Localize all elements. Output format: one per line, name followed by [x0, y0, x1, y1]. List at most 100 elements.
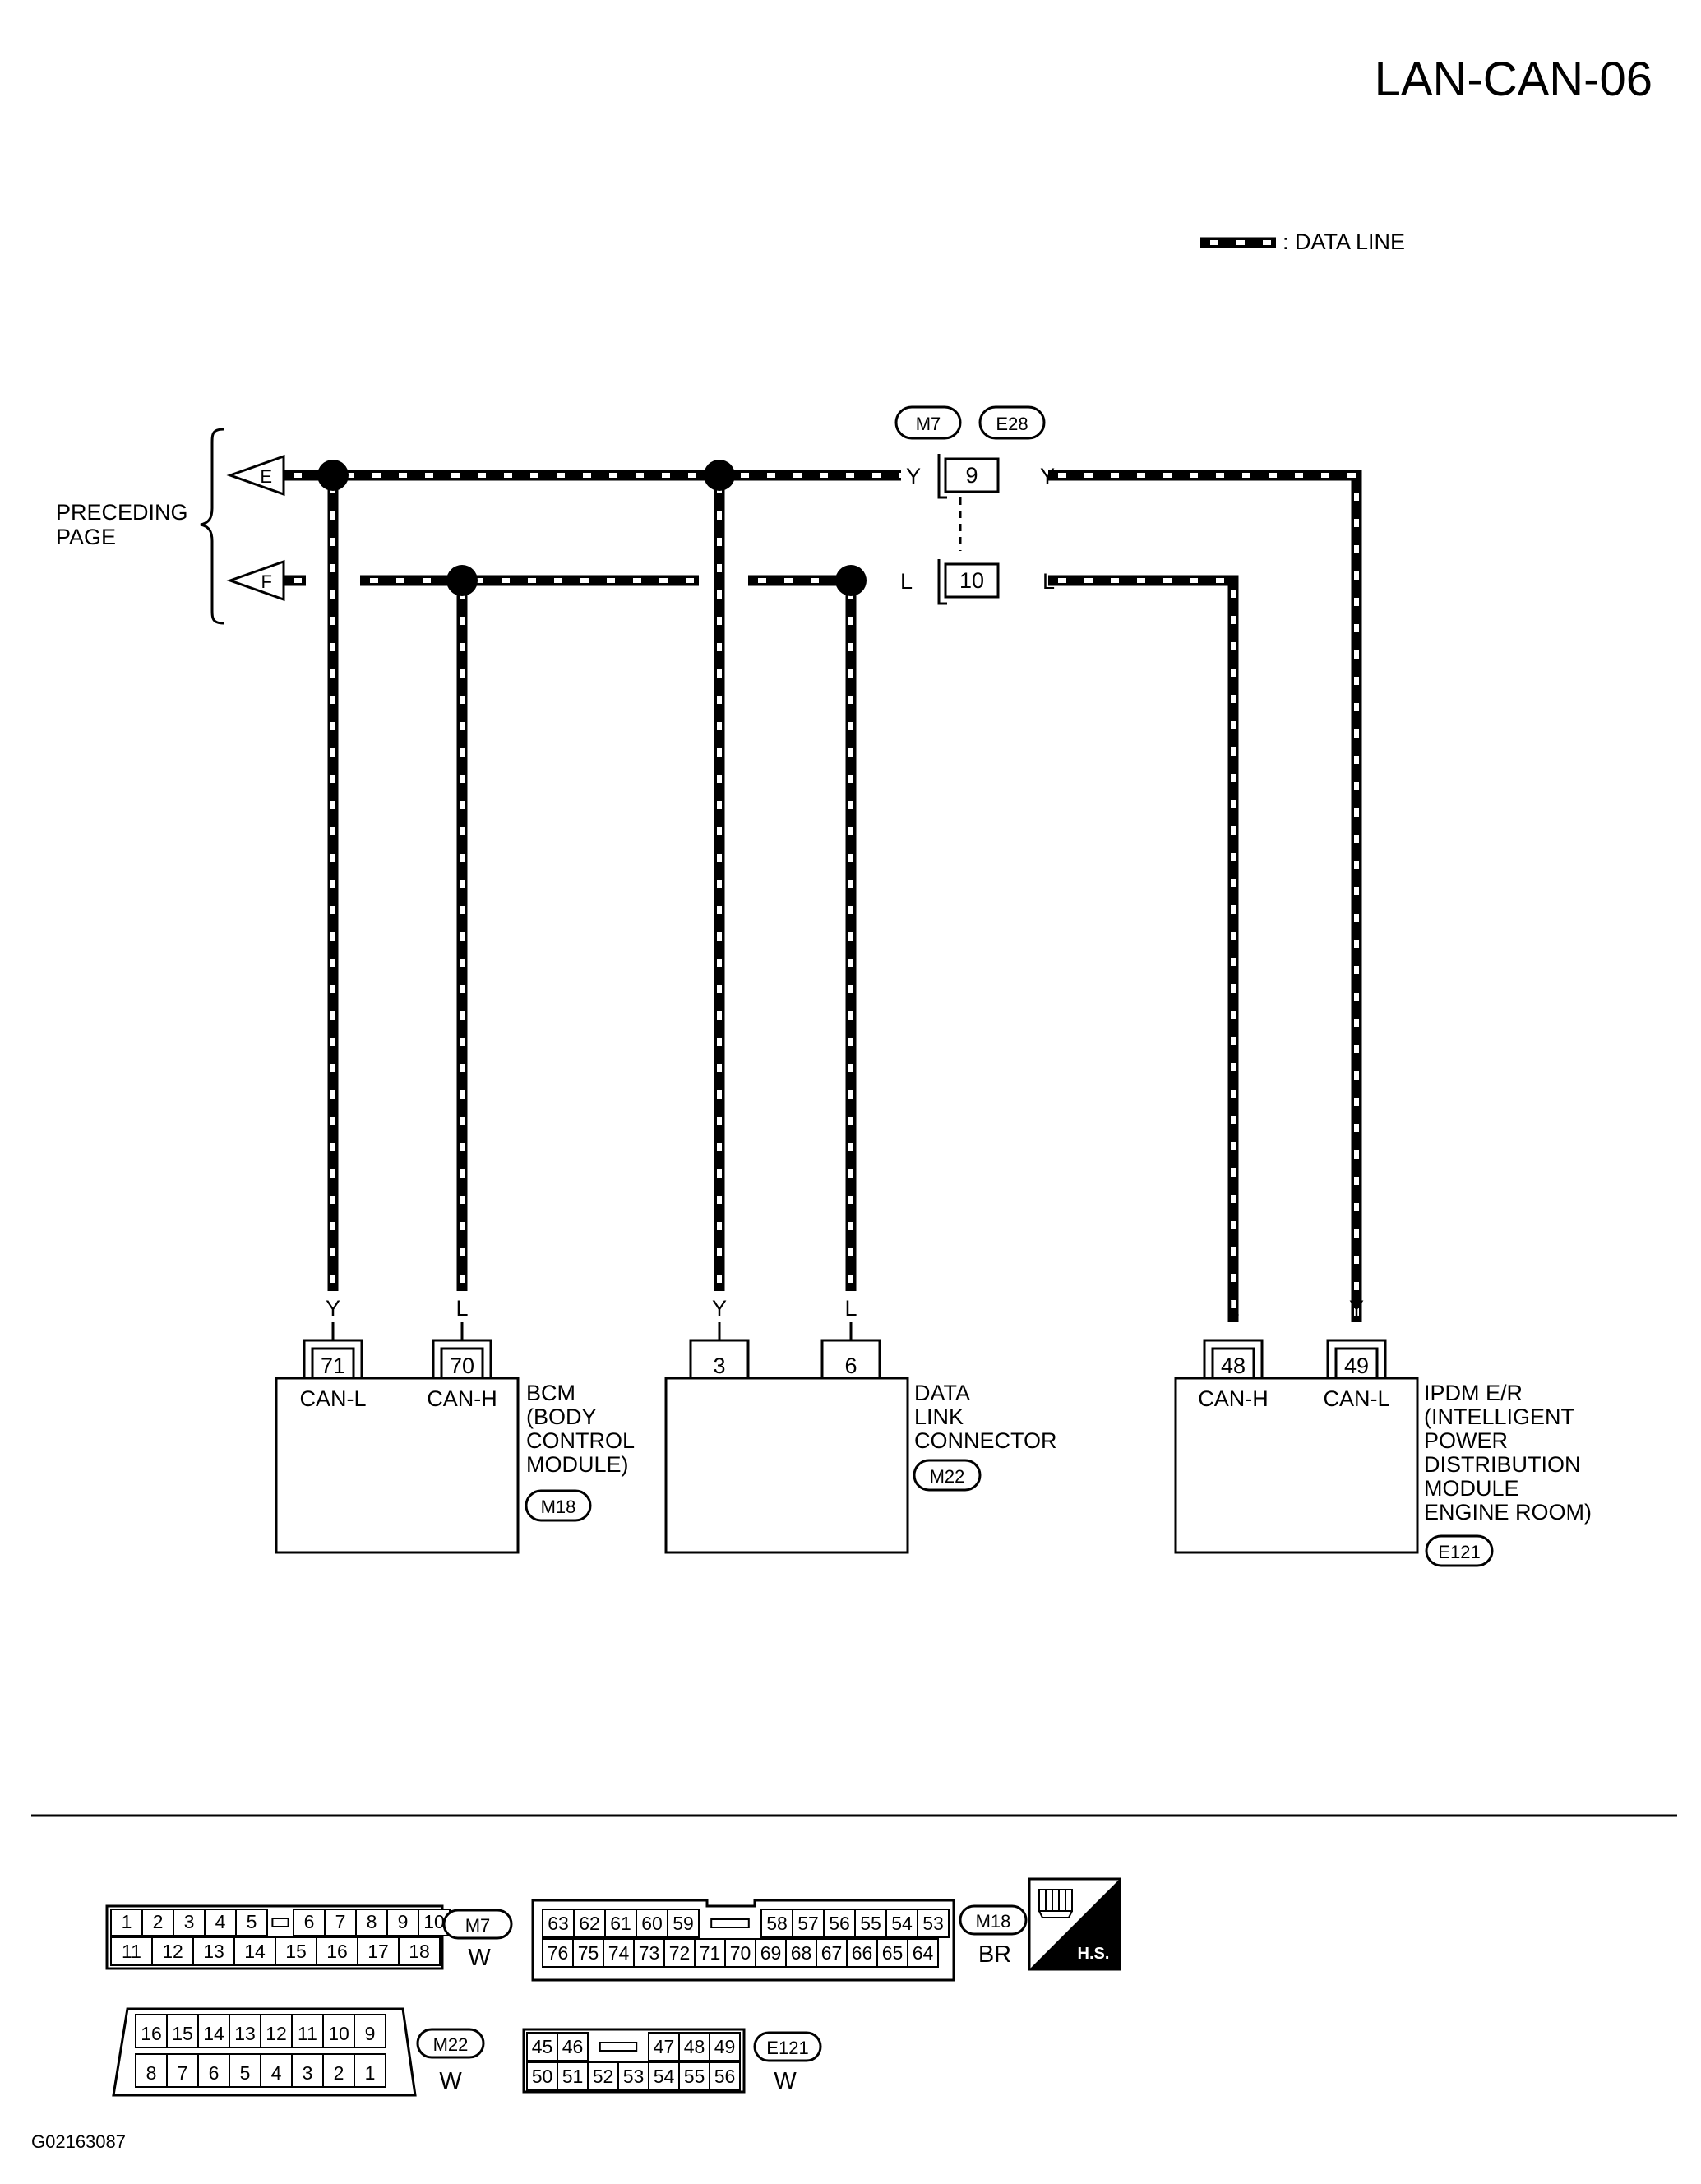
legend-data-line: : DATA LINE [1200, 229, 1405, 254]
e121-r2-pin: 50 [532, 2066, 553, 2087]
e121-id: E121 [766, 2038, 808, 2058]
m22-r2-pin: 8 [146, 2062, 157, 2084]
m18-r2-pin: 65 [882, 1942, 904, 1964]
m7-r2-pin: 11 [122, 1941, 141, 1962]
m22-r2-pin: 4 [271, 2062, 282, 2084]
bcm-pin-l: 71 [321, 1353, 345, 1378]
m7-r1-pin: 10 [423, 1911, 445, 1932]
joint-pin-lower: 10 [959, 568, 984, 593]
m22-r2-pin: 3 [303, 2062, 313, 2084]
m18-r2-cell [846, 1938, 878, 1968]
m18-r1-pin: 57 [797, 1913, 819, 1934]
m7-r2-pin: 15 [285, 1941, 307, 1962]
dlc-conn-badge [913, 1459, 982, 1492]
m22-r2-cell [354, 2053, 386, 2088]
joint-conn-a-label: M7 [916, 414, 941, 434]
m22-badge [416, 2028, 485, 2059]
m18-r2-cell [694, 1938, 726, 1968]
m22-r1-pin: 10 [328, 2023, 349, 2044]
m7-r1-pin: 1 [122, 1911, 132, 1932]
m18-color: BR [978, 1941, 1011, 1968]
m22-r2-pin: 5 [240, 2062, 251, 2084]
m18-r1-pin: 58 [766, 1913, 788, 1934]
m7-r2-cell [233, 1936, 276, 1966]
data-lines [284, 470, 1362, 1322]
joint-connector: M7 E28 9 10 Y Y L L [894, 405, 1055, 605]
m22-r1-pin: 16 [141, 2023, 162, 2044]
ipdm-conn-label: E121 [1438, 1542, 1480, 1562]
e121-r1-pin: 48 [684, 2036, 705, 2057]
m22-r1-cell [354, 2014, 386, 2048]
hs-icon: H.S. [1028, 1877, 1121, 1971]
m18-r1-pin: 63 [548, 1913, 569, 1934]
e121-r2-cell [557, 2061, 589, 2091]
m18-r2-cell [755, 1938, 787, 1968]
wire-label-ipdm-h: L [1227, 1296, 1239, 1321]
m7-r1-key [271, 1918, 289, 1927]
m7-r1-cell [355, 1909, 388, 1936]
e121-r2-cell [617, 2061, 649, 2091]
m7-r2-cell [357, 1936, 400, 1966]
ipdm-can-h-label: CAN-H [1198, 1386, 1269, 1411]
wire-e-right [1048, 470, 1362, 1322]
preceding-label-2: PAGE [56, 525, 116, 549]
e121-r1-pin: 45 [532, 2036, 553, 2057]
ipdm-pin-l: 49 [1344, 1353, 1369, 1378]
m18-r1-pin: 56 [829, 1913, 850, 1934]
m22-r1-cell [322, 2014, 355, 2048]
m22-r1-cell [291, 2014, 324, 2048]
joint-conn-a-badge [894, 405, 962, 440]
m22-r1-pin: 13 [234, 2023, 256, 2044]
dlc-name-3: CONNECTOR [914, 1428, 1057, 1453]
m18-r1-pin: 60 [641, 1913, 663, 1934]
figure-id: G02163087 [31, 2131, 126, 2152]
m7-r2-pin: 14 [244, 1941, 266, 1962]
bcm-name-4: MODULE) [526, 1452, 629, 1477]
m7-r1-cell [204, 1909, 237, 1936]
dlc-body [664, 1377, 909, 1554]
dlc-pin-b: 6 [844, 1353, 857, 1378]
ipdm-can-l-label: CAN-L [1323, 1386, 1389, 1411]
joint-conn-b-label: E28 [996, 414, 1028, 434]
m18-r2-pin: 75 [578, 1942, 599, 1964]
wire-label-bcm-l: Y [326, 1296, 340, 1321]
m18-r2-cell [572, 1938, 604, 1968]
m18-r2-pin: 67 [821, 1942, 843, 1964]
wire-label-dlc-b: L [844, 1296, 857, 1321]
m7-r2-pin: 18 [409, 1941, 430, 1962]
joint-pin-upper: 9 [965, 463, 978, 488]
splice-e-bcm [317, 460, 349, 491]
wire-color-labels: Y L Y L L Y [326, 1296, 1364, 1321]
e121-r2-pin: 55 [684, 2066, 705, 2087]
m18-r1-cell [792, 1909, 825, 1938]
m18-r2-cell [542, 1938, 574, 1968]
m18-badge [959, 1904, 1028, 1936]
m18-r2-pin: 72 [669, 1942, 691, 1964]
legend-label: : DATA LINE [1283, 229, 1405, 254]
m22-color: W [439, 2068, 462, 2094]
m7-r1-pin: 5 [247, 1911, 257, 1932]
ipdm-name-2: (INTELLIGENT [1424, 1404, 1574, 1429]
m7-r2-cell [398, 1936, 441, 1966]
bcm-conn-badge [525, 1489, 592, 1522]
m18-r2-pin: 70 [730, 1942, 751, 1964]
m22-r2-cell [135, 2053, 168, 2088]
e121-r1-pin: 49 [714, 2036, 736, 2057]
e121-r2-cell [678, 2061, 710, 2091]
m7-r1-pin: 3 [184, 1911, 195, 1932]
m22-r2-pin: 7 [178, 2062, 188, 2084]
preceding-f-label: F [261, 571, 272, 592]
joint-pin-upper-box [944, 457, 1000, 493]
m22-r2-pin: 2 [334, 2062, 344, 2084]
e121-r2-pin: 51 [562, 2066, 584, 2087]
m18-r1-cell [823, 1909, 856, 1938]
m18-r1-pin: 61 [610, 1913, 631, 1934]
hs-label: H.S. [1078, 1945, 1110, 1963]
m18-r2-pin: 64 [913, 1942, 934, 1964]
e121-r2-pin: 53 [623, 2066, 645, 2087]
preceding-arrow-e [226, 454, 285, 497]
wire-f-right [1048, 575, 1239, 1322]
m7-r1-cell [110, 1909, 143, 1936]
wire-label-bcm-h: L [455, 1296, 468, 1321]
